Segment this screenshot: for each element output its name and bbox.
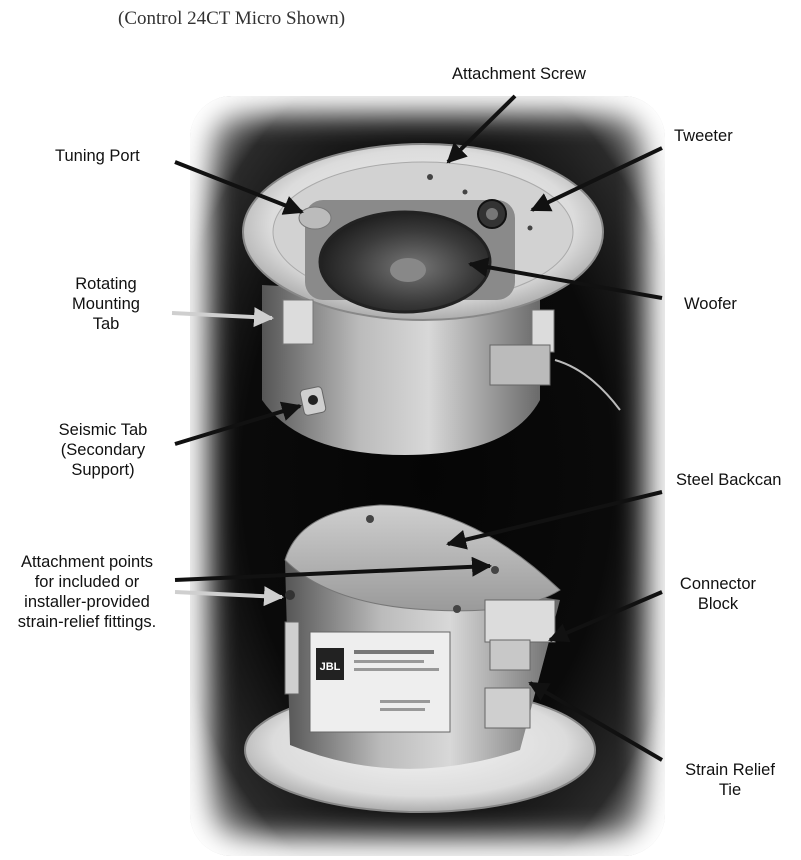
arrow-connector-block (548, 590, 663, 643)
connector-block-lower (489, 639, 531, 671)
label-line: Strain Relief (685, 761, 775, 779)
back-can-top (284, 504, 561, 612)
label-line: Block (697, 595, 739, 613)
label-text-line (380, 708, 425, 711)
product-label (309, 631, 451, 733)
screw-dot (462, 189, 468, 195)
label-strain-relief-tie: Strain Relief Tie (674, 760, 786, 800)
mounting-tab-left (282, 299, 314, 345)
label-line: Tab (92, 315, 120, 333)
label-line: installer-provided (24, 593, 150, 611)
label-tweeter: Tweeter (674, 127, 733, 145)
label-text-line (354, 660, 424, 663)
arrow-tweeter (530, 146, 663, 212)
seismic-tab-hole (308, 395, 318, 405)
attachment-screw-dot (427, 174, 433, 180)
tweeter-dome (486, 208, 498, 220)
speaker-front-view (242, 143, 621, 455)
attachment-point-left (285, 590, 295, 600)
arrow-steel-backcan (446, 490, 663, 550)
arrow-attachment-screw (446, 94, 517, 164)
label-line: Attachment points (20, 553, 154, 571)
jbl-logo-box (316, 648, 344, 680)
label-line: Seismic Tab (58, 421, 148, 439)
label-seismic-tab: Seismic Tab (Secondary Support) (48, 420, 158, 480)
top-screw (453, 605, 461, 613)
figure-caption: (Control 24CT Micro Shown) (118, 8, 346, 29)
connector-block-side (489, 344, 551, 386)
arrow-woofer (468, 257, 663, 300)
label-attachment-screw: Attachment Screw (452, 65, 586, 83)
label-connector-block: Connector Block (668, 574, 768, 614)
label-line: Connector (679, 575, 757, 593)
label-attachment-points: Attachment points for included or instal… (4, 552, 170, 632)
label-line: Tie (718, 781, 742, 799)
arrow-rotating-mounting-tab (171, 307, 274, 328)
arrow-strain-relief-tie (528, 681, 664, 762)
arrow-tuning-port (174, 160, 304, 215)
arrow-attachment-point-upper (174, 556, 492, 582)
mounting-tab-bottom (284, 621, 300, 695)
label-line: Mounting (72, 295, 140, 313)
strain-relief-tie-shape (484, 687, 531, 729)
label-rotating-mounting-tab: Rotating Mounting Tab (56, 274, 156, 334)
strain-relief-wire (554, 359, 621, 411)
attachment-point-screw (491, 566, 499, 574)
label-woofer: Woofer (684, 295, 737, 313)
label-text-line (354, 650, 434, 654)
label-line: (Secondary (60, 441, 146, 459)
label-text-line (380, 700, 430, 703)
label-steel-backcan: Steel Backcan (676, 471, 782, 489)
arrow-seismic-tab (174, 401, 302, 446)
callout-arrows (171, 94, 664, 762)
backcan-side (262, 285, 540, 455)
screw-dot (527, 225, 533, 231)
connector-block-shape (484, 599, 556, 643)
label-line: for included or (34, 573, 140, 591)
tuning-port-hole (298, 206, 332, 230)
jbl-logo: JBL (320, 661, 341, 673)
arrow-attachment-point-lower (174, 586, 284, 607)
top-screw (366, 515, 374, 523)
dust-cap (390, 258, 426, 282)
speaker-back-view: JBL (244, 504, 596, 813)
label-text-line (354, 668, 439, 671)
label-line: strain-relief fittings. (17, 613, 157, 631)
label-line: Rotating (75, 275, 137, 293)
label-tuning-port: Tuning Port (55, 147, 140, 165)
label-line: Support) (71, 461, 135, 479)
